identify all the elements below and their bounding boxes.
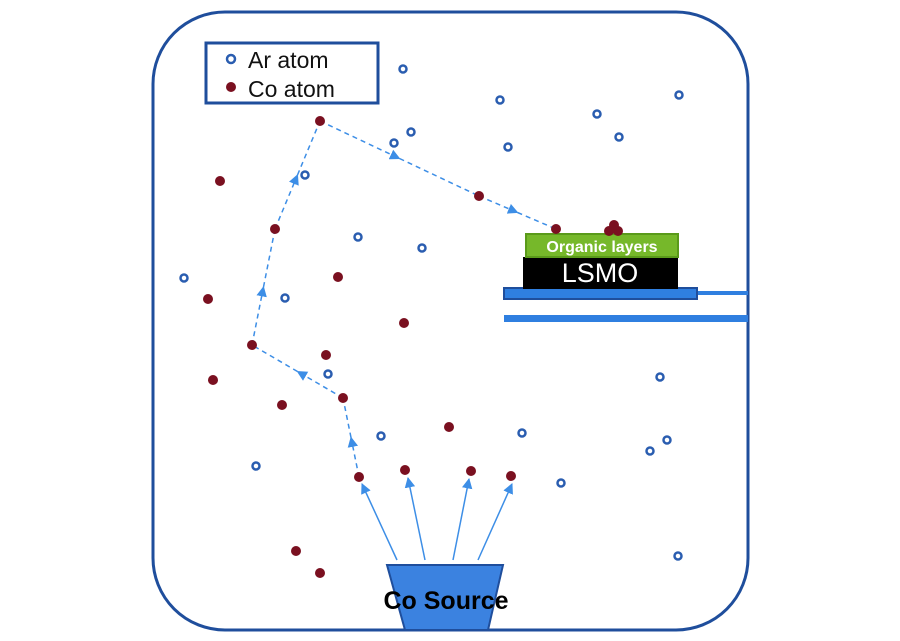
co-atom	[506, 471, 516, 481]
co-atom	[338, 393, 348, 403]
trajectory-arrow	[347, 436, 360, 478]
co-atom	[400, 465, 410, 475]
source-label: Co Source	[383, 587, 508, 615]
legend-co-icon	[226, 82, 236, 92]
ar-atom	[674, 90, 684, 100]
ar-atom	[251, 461, 261, 471]
ar-atom	[417, 243, 427, 253]
trajectory-segment	[399, 157, 480, 197]
ar-atom	[645, 446, 655, 456]
co-atom	[247, 340, 257, 350]
co-atom	[215, 176, 225, 186]
co-atom	[399, 318, 409, 328]
co-atom	[474, 191, 484, 201]
legend-ar-label: Ar atom	[248, 47, 329, 73]
ar-atom	[662, 435, 672, 445]
organic-label: Organic layers	[546, 239, 657, 256]
trajectory-arrow	[319, 120, 401, 160]
ar-atom	[353, 232, 363, 242]
source-crucible	[385, 564, 505, 631]
ar-atom	[556, 478, 566, 488]
co-atom	[551, 224, 561, 234]
legend-ar-icon	[225, 53, 237, 65]
co-atom	[466, 466, 476, 476]
co-atom	[277, 400, 287, 410]
emission-arrow	[404, 476, 426, 561]
source-emission-arrows	[361, 476, 513, 561]
trajectory-segment	[517, 211, 557, 230]
emission-arrow	[477, 483, 513, 561]
trajectory-arrow	[251, 285, 267, 346]
ar-atom	[517, 428, 527, 438]
trajectory-arrow	[274, 174, 299, 230]
lsmo-label: LSMO	[562, 258, 639, 288]
trajectory-arrow	[478, 195, 519, 214]
ar-atom	[673, 551, 683, 561]
co-atom	[270, 224, 280, 234]
co-atom	[354, 472, 364, 482]
lsmo-layer	[523, 257, 678, 289]
ar-atom	[280, 293, 290, 303]
ar-atom	[614, 132, 624, 142]
co-atom	[315, 116, 325, 126]
ar-atom	[389, 138, 399, 148]
co-atom-trajectory	[251, 120, 557, 478]
co-atom	[613, 226, 623, 236]
sample-stack: LSMO Organic layers	[503, 233, 748, 322]
ar-atom	[406, 127, 416, 137]
trajectory-arrow	[296, 370, 344, 399]
trajectory-segment	[262, 228, 276, 288]
co-source: Co Source	[383, 564, 509, 631]
co-atom	[203, 294, 213, 304]
co-atom	[291, 546, 301, 556]
co-atom	[315, 568, 325, 578]
legend-co-label: Co atom	[248, 76, 335, 102]
ar-atom	[179, 273, 189, 283]
ar-atom	[503, 142, 513, 152]
ar-atom	[300, 170, 310, 180]
legend: Ar atom Co atom	[204, 41, 380, 105]
co-atom	[333, 272, 343, 282]
sample-holder	[503, 287, 698, 300]
ar-atom	[398, 64, 408, 74]
trajectory-segment	[342, 397, 352, 438]
holder-rod-lower	[504, 315, 748, 322]
trajectory-segment	[296, 120, 321, 176]
legend-box	[204, 41, 380, 105]
organic-layer	[525, 233, 679, 258]
atoms	[179, 64, 684, 578]
emission-arrow	[361, 483, 398, 561]
co-atom	[444, 422, 454, 432]
ar-atom	[323, 369, 333, 379]
ar-atom	[376, 431, 386, 441]
ar-atom	[592, 109, 602, 119]
co-atom	[321, 350, 331, 360]
co-atom	[208, 375, 218, 385]
ar-atom	[655, 372, 665, 382]
emission-arrow	[452, 477, 473, 561]
ar-atom	[495, 95, 505, 105]
trajectory-segment	[251, 344, 298, 373]
